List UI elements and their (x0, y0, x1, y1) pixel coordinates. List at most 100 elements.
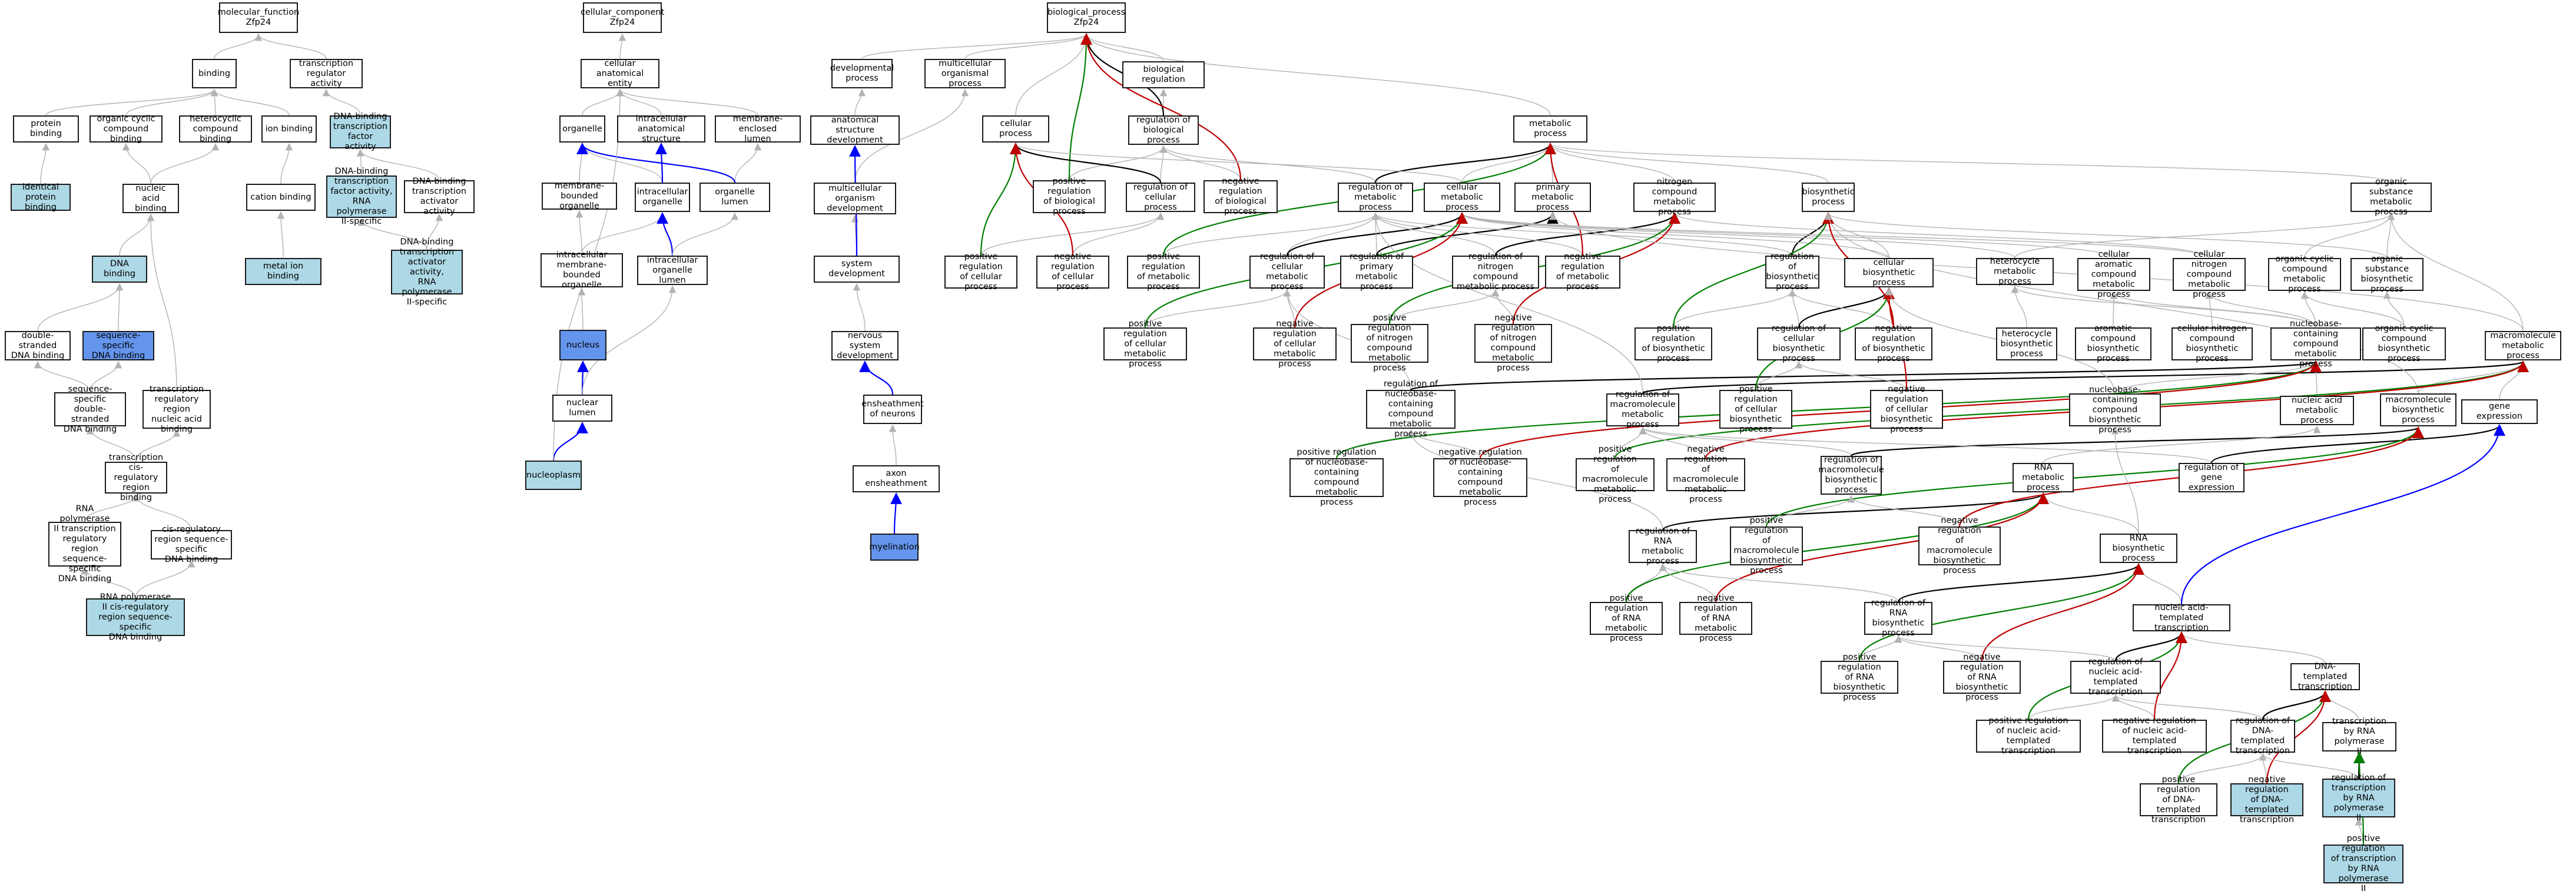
go-term-rmp[interactable]: regulation of metabolic process (1338, 183, 1413, 212)
go-term-rp2trrb[interactable]: RNA polymerase II transcription regulato… (48, 504, 121, 584)
go-term-rcmp[interactable]: regulation of cellular metabolic process (1249, 252, 1325, 292)
go-term-tcrrb[interactable]: transcription cis-regulatory region bind… (105, 453, 167, 502)
go-term-cncbp[interactable]: cellular nitrogen compound biosynthetic … (2171, 324, 2253, 363)
go-term-rrnamp[interactable]: regulation of RNA metabolic process (1629, 527, 1697, 566)
go-term-occmp[interactable]: organic cyclic compound metabolic proces… (2268, 254, 2341, 294)
go-term-nab[interactable]: nucleic acid binding (122, 184, 179, 213)
go-term-trrnab[interactable]: transcription regulatory region nucleic … (142, 385, 211, 434)
go-term-prtrp2[interactable]: positive regulation of transcription by … (2323, 834, 2403, 893)
go-term-ssdsdna[interactable]: sequence-specific double-stranded DNA bi… (54, 385, 126, 434)
go-term-prbiosp[interactable]: positive regulation of biosynthetic proc… (1635, 324, 1712, 363)
go-term-mod[interactable]: multicellular organism development (814, 183, 896, 214)
go-term-rpmp[interactable]: regulation of primary metabolic process (1340, 252, 1413, 292)
go-term-rnbcmp[interactable]: regulation of nucleobase-containing comp… (1366, 379, 1456, 439)
go-term-dbtfa2[interactable]: DNA-binding transcription factor activit… (326, 167, 397, 226)
go-term-ssdnab[interactable]: sequence-specific DNA binding (82, 331, 154, 360)
go-term-breg[interactable]: biological regulation (1122, 61, 1205, 88)
go-term-nrcmp[interactable]: negative regulation of cellular metaboli… (1253, 319, 1337, 369)
go-term-bp[interactable]: biological_process Zfp24 (1047, 2, 1126, 33)
go-term-prdtt[interactable]: positive regulation of DNA-templated tra… (2140, 775, 2217, 825)
go-term-dbtfa[interactable]: DNA-binding transcription factor activit… (330, 112, 391, 151)
go-term-rrnabp[interactable]: regulation of RNA biosynthetic process (1864, 598, 1932, 638)
go-term-cncmp[interactable]: cellular nitrogen compound metabolic pro… (2173, 250, 2246, 299)
go-term-nrbp[interactable]: negative regulation of biological proces… (1204, 177, 1278, 216)
go-term-iol[interactable]: intracellular organelle lumen (637, 256, 708, 285)
go-term-rnabp[interactable]: RNA biosynthetic process (2100, 534, 2177, 563)
go-term-prmbp[interactable]: positive regulation of macromolecule bio… (1730, 516, 1803, 575)
go-term-mop[interactable]: multicellular organismal process (924, 59, 1006, 88)
go-term-mel[interactable]: membrane-enclosed lumen (715, 114, 801, 144)
go-term-rbiosp[interactable]: regulation of biosynthetic process (1765, 252, 1819, 292)
go-term-prmmp[interactable]: positive regulation of macromolecule met… (1576, 445, 1655, 504)
go-term-nrbiosp[interactable]: negative regulation of biosynthetic proc… (1855, 324, 1932, 363)
go-term-geneexp[interactable]: gene expression (2461, 399, 2538, 424)
go-term-prcp[interactable]: positive regulation of cellular process (944, 252, 1017, 292)
go-term-dbtaa2[interactable]: DNA-binding transcription activator acti… (391, 237, 463, 307)
go-term-acbp[interactable]: aromatic compound biosynthetic process (2075, 324, 2151, 363)
go-term-prcmp[interactable]: positive regulation of cellular metaboli… (1103, 319, 1187, 369)
go-term-prbp[interactable]: positive regulation of biological proces… (1033, 177, 1106, 216)
go-term-nrncmp[interactable]: negative regulation of nitrogen compound… (1474, 313, 1552, 373)
go-term-devp[interactable]: developmental process (830, 59, 894, 88)
go-term-hcb[interactable]: heterocyclic compound binding (179, 114, 252, 144)
go-term-cmp[interactable]: cellular metabolic process (1424, 183, 1500, 212)
go-term-prcbiosp[interactable]: positive regulation of cellular biosynth… (1719, 385, 1792, 434)
go-term-asd[interactable]: anatomical structure development (810, 115, 900, 145)
go-term-prnbcmp[interactable]: positive regulation of nucleobase-contai… (1289, 448, 1384, 507)
go-term-mbo[interactable]: membrane-bounded organelle (542, 181, 617, 211)
go-term-rtrp2[interactable]: regulation of transcription by RNA polym… (2322, 773, 2395, 823)
go-term-mmp[interactable]: macromolecule metabolic process (2485, 331, 2561, 360)
go-term-dsdna[interactable]: double-stranded DNA binding (5, 331, 71, 360)
go-term-prrnabp[interactable]: positive regulation of RNA biosynthetic … (1821, 653, 1898, 702)
go-term-nucleus[interactable]: nucleus (559, 330, 606, 360)
go-term-nrcp[interactable]: negative regulation of cellular process (1036, 252, 1109, 292)
go-term-nrcbiosp[interactable]: negative regulation of cellular biosynth… (1870, 385, 1943, 434)
go-term-rge[interactable]: regulation of gene expression (2179, 463, 2245, 492)
go-term-imbo[interactable]: intracellular membrane-bounded organelle (541, 250, 623, 290)
go-term-tbrp2[interactable]: transcription by RNA polymerase II (2322, 717, 2396, 756)
go-term-prncmp[interactable]: positive regulation of nitrogen compound… (1351, 313, 1428, 373)
go-term-cae[interactable]: cellular anatomical entity (581, 59, 659, 88)
go-term-cacmp[interactable]: cellular aromatic compound metabolic pro… (2077, 250, 2150, 299)
go-term-hcmp[interactable]: heterocycle metabolic process (1976, 257, 2054, 286)
go-term-dnab[interactable]: DNA binding (92, 256, 147, 283)
go-term-rnatt[interactable]: regulation of nucleic acid-templated tra… (2070, 657, 2161, 697)
go-term-rncmp[interactable]: regulation of nitrogen compound metaboli… (1452, 252, 1539, 292)
go-term-rdtt[interactable]: regulation of DNA-templated transcriptio… (2230, 716, 2295, 756)
go-term-ol[interactable]: organelle lumen (699, 183, 770, 212)
go-term-metalb[interactable]: metal ion binding (245, 258, 321, 285)
go-term-cellp[interactable]: cellular process (982, 115, 1049, 143)
go-term-rcp[interactable]: regulation of cellular process (1126, 183, 1195, 212)
go-term-crrssdb[interactable]: cis-regulatory region sequence-specific … (151, 525, 232, 564)
go-term-io[interactable]: intracellular organelle (635, 183, 690, 212)
go-term-rmbp[interactable]: regulation of macromolecule biosynthetic… (1818, 455, 1884, 495)
go-term-idpb[interactable]: identical protein binding (11, 183, 71, 212)
go-term-ocb[interactable]: organic cyclic compound binding (89, 114, 163, 144)
go-term-nucleoplasm[interactable]: nucleoplasm (525, 461, 582, 490)
go-term-rcbiosp[interactable]: regulation of cellular biosynthetic proc… (1757, 324, 1841, 363)
go-term-nbcbp[interactable]: nucleobase-containing compound biosynthe… (2069, 385, 2161, 435)
go-term-mf[interactable]: molecular_function Zfp24 (218, 2, 299, 33)
go-term-tra[interactable]: transcription regulator activity (290, 59, 363, 88)
go-term-enseh[interactable]: ensheathment of neurons (861, 395, 924, 424)
go-term-nrmbp[interactable]: negative regulation of macromolecule bio… (1918, 516, 2001, 575)
go-term-protbind[interactable]: protein binding (13, 115, 79, 143)
go-term-nrnatt[interactable]: negative regulation of nucleic acid-temp… (2102, 716, 2207, 756)
go-term-hbiosp[interactable]: heterocycle biosynthetic process (1996, 327, 2057, 360)
go-term-nrmp[interactable]: negative regulation of metabolic process (1545, 252, 1620, 292)
go-term-dtt[interactable]: DNA-templated transcription (2290, 662, 2360, 691)
go-term-nrrnamp[interactable]: negative regulation of RNA metabolic pro… (1679, 594, 1752, 643)
go-term-pmp[interactable]: primary metabolic process (1514, 183, 1591, 212)
go-term-binding[interactable]: binding (192, 59, 237, 88)
go-term-nlumen[interactable]: nuclear lumen (552, 395, 612, 422)
go-term-cbiosp[interactable]: cellular biosynthetic process (1844, 258, 1934, 287)
go-term-biosp[interactable]: biosynthetic process (1802, 183, 1855, 212)
go-term-ias[interactable]: intracellular anatomical structure (617, 114, 705, 144)
go-term-nrdtt[interactable]: negative regulation of DNA-templated tra… (2230, 775, 2303, 825)
go-term-cationb[interactable]: cation binding (246, 184, 316, 211)
go-term-sysdev[interactable]: system development (814, 256, 900, 283)
go-term-axonens[interactable]: axon ensheathment (853, 465, 940, 492)
go-term-myelination[interactable]: myelination (869, 534, 920, 561)
go-term-nsd[interactable]: nervous system development (831, 331, 899, 360)
go-term-natt[interactable]: nucleic acid-templated transcription (2133, 603, 2230, 633)
